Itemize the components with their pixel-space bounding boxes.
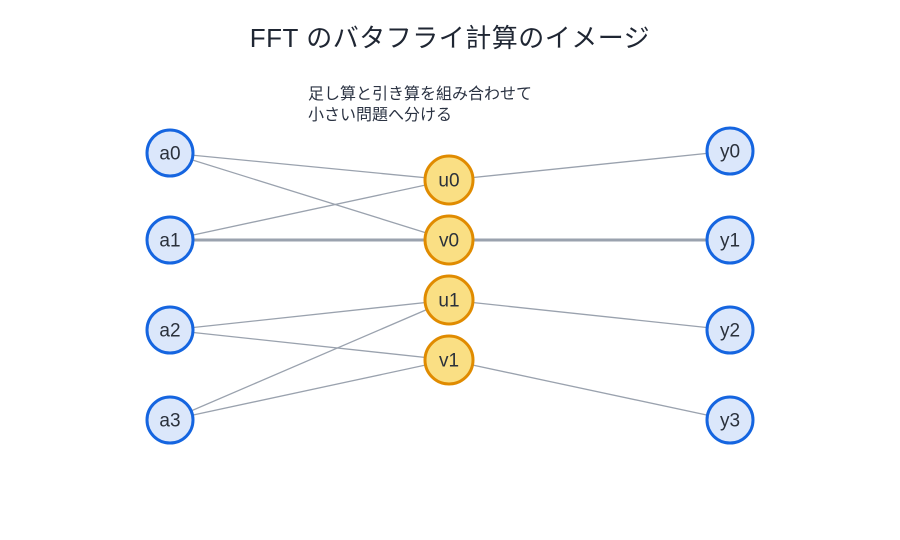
node-v0[interactable]: v0 xyxy=(423,214,475,266)
edge-u0-to-y0 xyxy=(448,150,731,181)
edge-a0-to-v0 xyxy=(169,152,450,241)
node-circle-u1[interactable] xyxy=(423,274,475,326)
node-label-y0: y0 xyxy=(720,142,740,163)
node-label-y1: y1 xyxy=(720,231,740,252)
node-label-y3: y3 xyxy=(720,411,740,432)
node-label-v1: v1 xyxy=(439,351,459,372)
edge-layer xyxy=(169,150,731,421)
node-circle-y1[interactable] xyxy=(705,215,755,265)
node-label-a2: a2 xyxy=(159,321,180,342)
node-circle-y2[interactable] xyxy=(705,305,755,355)
node-circle-y3[interactable] xyxy=(705,395,755,445)
node-u1[interactable]: u1 xyxy=(423,274,475,326)
node-y0[interactable]: y0 xyxy=(705,126,755,176)
node-label-a3: a3 xyxy=(159,411,180,432)
edge-a2-to-v1 xyxy=(169,329,450,361)
node-label-y2: y2 xyxy=(720,321,740,342)
node-circle-a1[interactable] xyxy=(145,215,195,265)
subtitle-annotation: 足し算と引き算を組み合わせて 小さい問題へ分ける xyxy=(308,84,532,126)
node-circle-a0[interactable] xyxy=(145,128,195,178)
edge-a2-to-u1 xyxy=(169,299,450,331)
edge-a0-to-u0 xyxy=(169,152,450,181)
node-a1[interactable]: a1 xyxy=(145,215,195,265)
node-label-v0: v0 xyxy=(439,231,459,252)
node-circle-u0[interactable] xyxy=(423,154,475,206)
subtitle-line-1: 足し算と引き算を組み合わせて xyxy=(308,86,533,103)
node-circle-v0[interactable] xyxy=(423,214,475,266)
edge-a3-to-v1 xyxy=(169,359,450,421)
node-v1[interactable]: v1 xyxy=(423,334,475,386)
node-y2[interactable]: y2 xyxy=(705,305,755,355)
node-circle-v1[interactable] xyxy=(423,334,475,386)
node-y1[interactable]: y1 xyxy=(705,215,755,265)
page-title: FFT のバタフライ計算のイメージ xyxy=(249,23,651,53)
node-a2[interactable]: a2 xyxy=(145,305,195,355)
node-label-a1: a1 xyxy=(159,231,180,252)
node-circle-a2[interactable] xyxy=(145,305,195,355)
node-a0[interactable]: a0 xyxy=(145,128,195,178)
node-label-u0: u0 xyxy=(438,171,459,192)
node-circle-y0[interactable] xyxy=(705,126,755,176)
node-layer: a0 a1 a2 a3 u0 v0 u1 v1 y0 y1 y2 y3 xyxy=(145,126,755,445)
edge-u1-to-y2 xyxy=(448,299,731,331)
node-u0[interactable]: u0 xyxy=(423,154,475,206)
node-a3[interactable]: a3 xyxy=(145,395,195,445)
node-y3[interactable]: y3 xyxy=(705,395,755,445)
node-label-u1: u1 xyxy=(438,291,459,312)
node-circle-a3[interactable] xyxy=(145,395,195,445)
edge-a3-to-u1 xyxy=(169,299,450,421)
edge-v1-to-y3 xyxy=(448,359,731,421)
edge-a1-to-u0 xyxy=(169,179,450,241)
subtitle-line-2: 小さい問題へ分ける xyxy=(308,107,453,124)
node-label-a0: a0 xyxy=(159,144,180,165)
